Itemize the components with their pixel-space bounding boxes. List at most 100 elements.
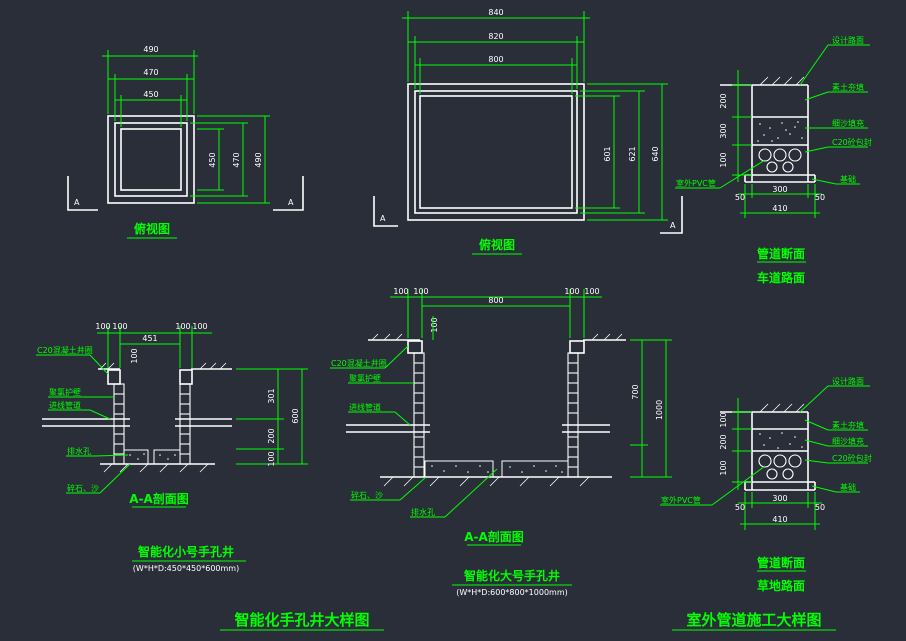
section-title: A-A剖面图	[129, 491, 189, 506]
callout-label: 进线管道	[349, 402, 381, 412]
well-spec: (W*H*D:450*450*600mm)	[133, 564, 239, 573]
sand-fill	[757, 121, 803, 142]
callout-label: C20砼包封	[832, 137, 872, 147]
dim-text: 470	[143, 68, 158, 77]
dim-text: 820	[488, 32, 503, 41]
well-title: 智能化大号手孔井	[463, 568, 560, 583]
dim-text: 50	[815, 193, 825, 202]
callout-label: 室外PVC管	[661, 495, 701, 505]
large-well-left-wall	[413, 352, 425, 478]
section-mark: A	[74, 198, 80, 207]
pipe-section-road: 200 300 100 50 300 50 410 设计路面 素土夯填 细沙填充…	[675, 35, 872, 285]
dim-text: 840	[488, 8, 503, 17]
dim-text: 50	[735, 503, 745, 512]
callout-label: 排水孔	[67, 446, 91, 456]
dim-text: 450	[208, 152, 217, 167]
dim-text: 100	[413, 287, 428, 296]
dim-text: 100	[112, 322, 127, 331]
dim-text: 100	[430, 317, 439, 332]
dim-text: 200	[719, 434, 728, 449]
pvc-pipes	[758, 454, 802, 480]
dim-text: 100	[130, 348, 139, 363]
callout-label: 聚氯护壁	[349, 373, 381, 383]
sheet-title-right: 室外管道施工大样图	[686, 611, 821, 629]
section-mark: A	[670, 221, 676, 230]
dim-text: 410	[772, 204, 787, 213]
callout-label: 基础	[840, 482, 856, 492]
dim-text: 300	[772, 494, 787, 503]
well-title: 智能化小号手孔井	[137, 544, 234, 559]
dim-text: 100	[267, 451, 276, 466]
section-mark: A	[288, 198, 294, 207]
plan-title: 俯视图	[134, 221, 170, 236]
callout-label: 设计路面	[832, 376, 864, 386]
dim-text: 600	[291, 408, 300, 423]
section-title: A-A剖面图	[464, 529, 524, 544]
small-well-plan-view: 490 470 450 450 470 490 A A 俯视图	[67, 45, 304, 239]
small-well-left-wall	[113, 383, 125, 465]
callout-label: 聚氯护壁	[49, 387, 81, 397]
callout-label: 基础	[840, 174, 856, 184]
sheet-titles: 智能化手孔井大样图 室外管道施工大样图	[220, 611, 836, 631]
callout-label: 进线管道	[49, 400, 81, 410]
callout-label: 细沙填充	[832, 118, 864, 128]
callout-label: 室外PVC管	[676, 178, 716, 188]
dim-text: 50	[815, 503, 825, 512]
dim-text: 100	[393, 287, 408, 296]
callout-label: C20混凝土井圈	[331, 358, 387, 368]
dim-text: 200	[267, 428, 276, 443]
large-well-section: 100 100 800 100 100 100 700 1000 C20混凝土井…	[330, 287, 672, 597]
callout-label: C20混凝土井圈	[37, 345, 93, 355]
dim-text: 450	[143, 90, 158, 99]
dim-text: 490	[254, 152, 263, 167]
dim-text: 200	[719, 93, 728, 108]
callout-label: 排水孔	[411, 507, 435, 517]
small-well-section: 100 100 451 100 100 100 301 200 100 600 …	[36, 322, 308, 573]
section-subtitle: 草地路面	[757, 578, 805, 593]
sand-fill	[759, 432, 803, 449]
well-spec: (W*H*D:600*800*1000mm)	[456, 588, 568, 597]
callout-label: 设计路面	[832, 35, 864, 45]
small-well-right-wall	[179, 383, 191, 465]
callout-label: 碎石、沙	[67, 483, 99, 493]
dim-text: 800	[488, 55, 503, 64]
large-well-right-wall	[567, 352, 579, 478]
dim-text: 100	[584, 287, 599, 296]
dim-text: 100	[175, 322, 190, 331]
callout-label: 细沙填充	[832, 436, 864, 446]
dim-text: 100	[95, 322, 110, 331]
dim-text: 100	[564, 287, 579, 296]
dim-text: 300	[719, 123, 728, 138]
dim-text: 100	[719, 152, 728, 167]
dim-text: 301	[267, 388, 276, 403]
dim-text: 410	[772, 515, 787, 524]
section-mark: A	[380, 214, 386, 223]
dim-text: 640	[651, 146, 660, 161]
callout-label: C20砼包封	[832, 453, 872, 463]
callout-label: 素土夯填	[832, 420, 864, 430]
pipe-section-grass: 100 200 100 50 300 50 410 设计路面 素土夯填 细沙填充…	[660, 376, 872, 593]
section-title: 管道断面	[757, 555, 805, 570]
dim-text: 100	[719, 412, 728, 427]
large-well-plan-view: 840 820 800 601 621 640 A A 俯视图	[373, 8, 683, 255]
dim-text: 100	[192, 322, 207, 331]
dim-text: 300	[772, 185, 787, 194]
dim-text: 601	[603, 146, 612, 161]
sheet-title-left: 智能化手孔井大样图	[234, 611, 369, 629]
plan-title: 俯视图	[479, 237, 515, 252]
dim-text: 621	[628, 146, 637, 161]
dim-text: 490	[143, 45, 158, 54]
dim-text: 700	[631, 384, 640, 399]
dim-text: 451	[142, 334, 157, 343]
dim-text: 1000	[655, 400, 664, 420]
callout-label: 碎石、沙	[351, 490, 383, 500]
dim-text: 800	[488, 296, 503, 305]
callout-label: 素土夯填	[832, 82, 864, 92]
dim-text: 100	[719, 460, 728, 475]
dim-text: 50	[735, 193, 745, 202]
dim-text: 470	[232, 152, 241, 167]
section-subtitle: 车道路面	[757, 270, 805, 285]
pvc-pipes	[758, 148, 802, 173]
section-title: 管道断面	[757, 246, 805, 261]
